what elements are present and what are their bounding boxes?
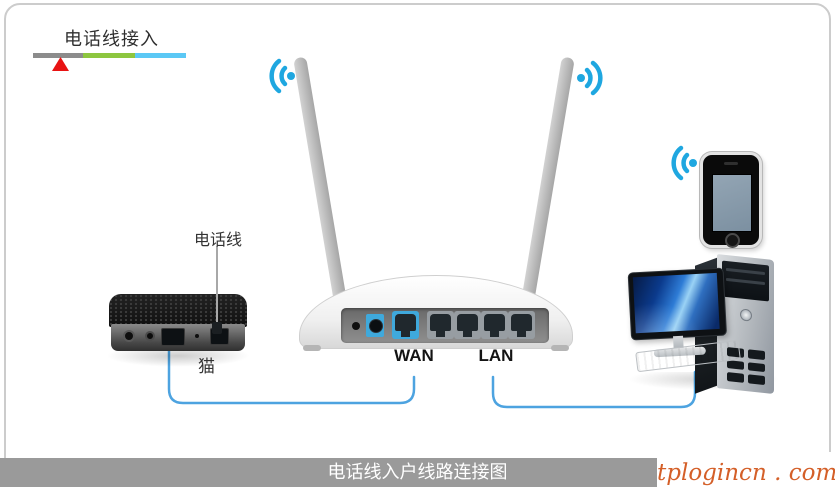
smartphone-screen [712,174,752,232]
telephone-cord-line [216,246,218,330]
router-lan-port [454,311,481,339]
modem-lan-port [161,328,185,346]
modem-power-button [123,330,135,342]
router-wan-port [392,311,419,339]
wifi-signal-icon [262,56,298,96]
router-lan-port [481,311,508,339]
tower-drive-bays [722,260,769,302]
legend-title: 电话线接入 [64,29,159,49]
legend-segment-blue [135,53,186,58]
tower-power-button [739,308,752,322]
phone-line-label: 电话线 [194,232,243,249]
modem-illustration [109,294,247,327]
lan-label: LAN [478,346,514,365]
caption-text: 电话线入户线路连接图 [327,462,508,482]
router-foot [303,345,321,351]
wifi-signal-icon [664,143,700,183]
router-reset-button [352,322,360,330]
router-power-jack [366,314,384,337]
modem-power-jack [145,331,155,341]
modem-reset-hole [195,334,199,338]
telephone-cord-plug [212,322,222,334]
modem-shadow [106,351,250,367]
cable-modem-to-wan [167,342,416,405]
smartphone-earpiece [724,162,738,165]
smartphone-home-button [725,233,740,248]
legend-segment-gray [33,53,83,58]
router-lan-port [427,311,454,339]
cable-lan-to-computer [491,370,697,409]
watermark: tplogincn . com [657,452,835,494]
modem-label: 猫 [198,357,215,376]
wifi-signal-icon [574,58,610,98]
watermark-text: tplogincn . com [657,460,835,486]
monitor-glare [632,272,720,334]
router-foot [551,345,569,351]
wan-label: WAN [394,346,434,365]
router-lan-port [508,311,535,339]
legend-segment-green [83,53,135,58]
